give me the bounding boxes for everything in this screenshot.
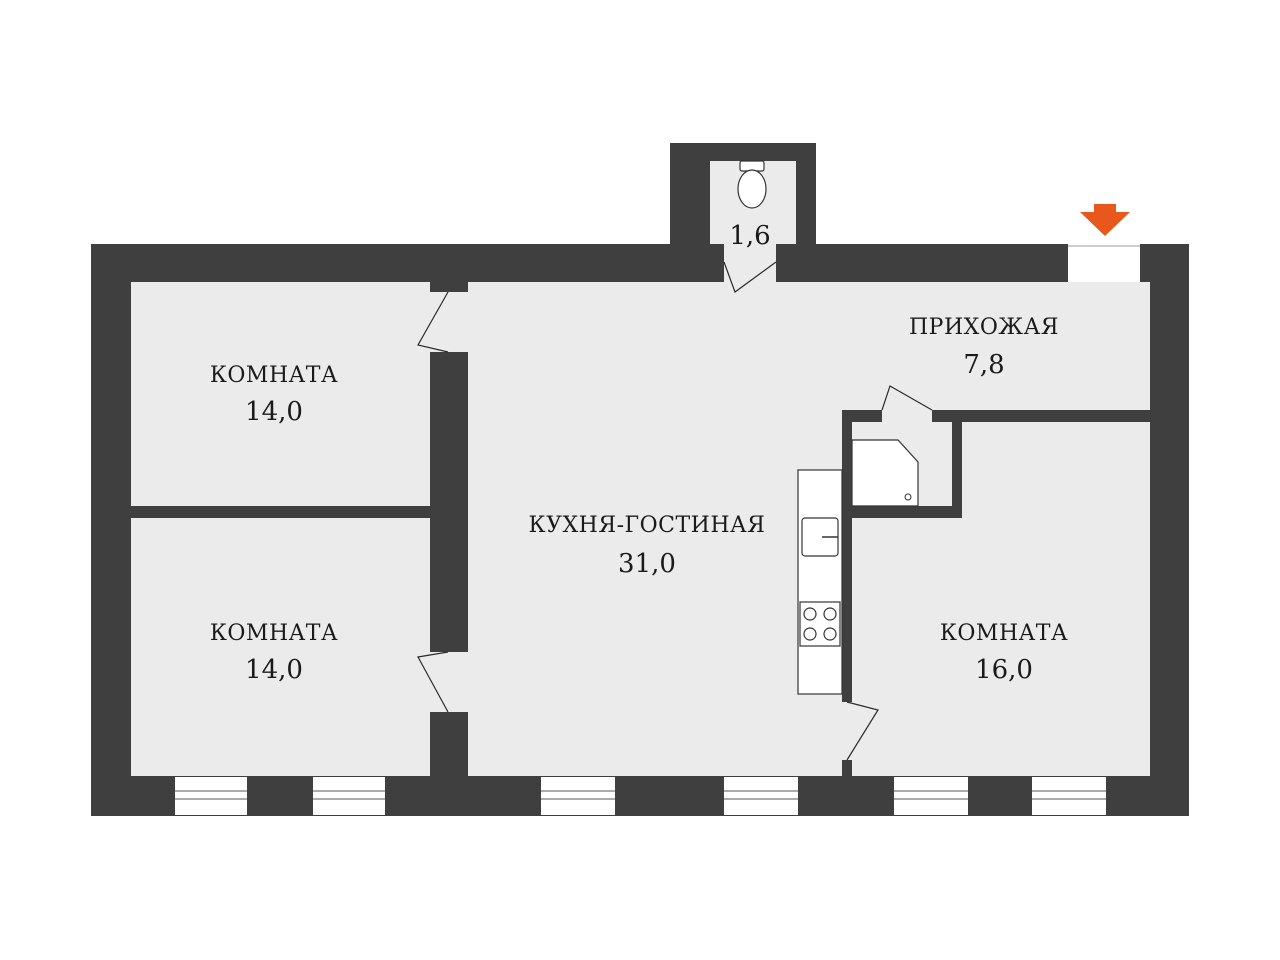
window (894, 777, 968, 815)
room-1-area: 14,0 (245, 397, 303, 427)
stove-icon (799, 601, 841, 647)
floor-area (130, 262, 1150, 776)
entrance-opening (1068, 244, 1140, 282)
hallway-bottom-wall (932, 410, 1150, 422)
burner (823, 627, 837, 641)
window (175, 777, 247, 815)
interior-walls (131, 262, 1150, 778)
right-wall (1150, 244, 1189, 816)
kitchen-counter (797, 469, 843, 695)
window (724, 777, 798, 815)
door-bathroom (881, 385, 933, 411)
burner (803, 627, 817, 641)
toilet-icon (737, 160, 767, 209)
burner (823, 607, 837, 621)
room-3-name: КОМНАТА (940, 621, 1068, 646)
bath-right-wall (952, 420, 962, 518)
window (541, 777, 615, 815)
bottom-wall (91, 776, 1189, 816)
window (313, 777, 385, 815)
left-wall (91, 244, 131, 816)
partition-middle (430, 352, 468, 652)
kitchen-right-wall (842, 410, 852, 702)
partition-bottom-stub (430, 712, 468, 778)
room-3-area: 16,0 (975, 655, 1033, 685)
room-1-name: КОМНАТА (210, 363, 338, 388)
rooms-divider-wall (131, 506, 431, 518)
room-2-area: 14,0 (245, 655, 303, 685)
window (1032, 777, 1106, 815)
entrance-arrow-icon (1080, 204, 1130, 236)
windows (175, 777, 1106, 815)
watermark-logo: циан (968, 810, 1072, 856)
kitchen-living-name: КУХНЯ-ГОСТИНАЯ (529, 513, 766, 538)
hallway-name: ПРИХОЖАЯ (909, 315, 1059, 340)
shower-cabin-icon (851, 439, 919, 507)
top-wall-right (776, 244, 1068, 282)
wc-left-wall (670, 143, 710, 253)
partition-top-stub (430, 262, 468, 292)
shower-drain (904, 493, 912, 501)
top-wall-left (91, 244, 724, 282)
burner (803, 607, 817, 621)
wc-right-wall (796, 143, 816, 253)
outer-walls (91, 143, 1189, 816)
bath-bottom-wall (852, 506, 962, 518)
kitchen-right-stub (842, 760, 852, 778)
doors (417, 261, 933, 761)
wc-area: 1,6 (729, 221, 770, 251)
room-2-name: КОМНАТА (210, 621, 338, 646)
door-room-2 (417, 651, 449, 713)
door-wc (723, 261, 777, 293)
door-room-3 (846, 701, 879, 761)
kitchen-living-area: 31,0 (618, 549, 676, 579)
counter (797, 469, 843, 695)
door-room-1 (417, 291, 449, 353)
hallway-area: 7,8 (963, 350, 1004, 380)
